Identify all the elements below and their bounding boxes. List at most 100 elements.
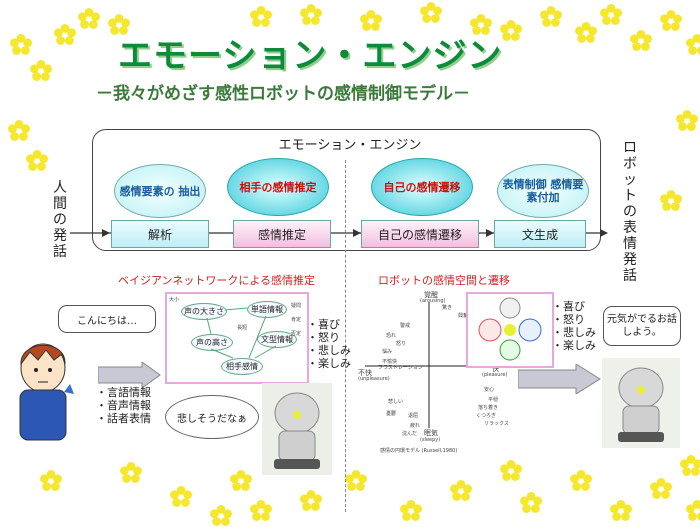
- flower-icon: [250, 500, 272, 521]
- flower-icon: [650, 478, 672, 499]
- oval-expression: 表情制御 感情要素付加: [497, 164, 589, 218]
- feature-voice: ・音声情報: [96, 399, 151, 412]
- output-arrow: [518, 364, 601, 394]
- person-figure: [19, 343, 74, 441]
- step-transition: 自己の感情遷移: [361, 220, 479, 248]
- flower-icon: [40, 470, 62, 491]
- emotion-joy-right: ・喜び: [552, 300, 585, 313]
- flower-icon: [108, 14, 130, 35]
- input-label: 人間の発話: [53, 180, 67, 260]
- flower-icon: [600, 4, 622, 25]
- robot-emotion-panel: [466, 292, 554, 368]
- flower-icon: [30, 60, 52, 81]
- flower-icon: [400, 500, 422, 521]
- step-analysis: 解析: [111, 220, 209, 248]
- flower-icon: [300, 4, 322, 25]
- emotion-fun-right: ・楽しみ: [552, 339, 596, 352]
- flower-icon: [420, 2, 442, 23]
- axis-unpleasure: 不快: [358, 369, 372, 377]
- page-title: エモーション・エンジン: [118, 36, 503, 76]
- emotion-fun: ・楽しみ: [307, 357, 351, 370]
- input-arrow: [98, 362, 161, 388]
- oval-estimate: 相手の感情推定: [227, 158, 329, 216]
- node-word: 単語情報: [247, 301, 287, 318]
- emotion-word: 恐れ: [386, 333, 397, 339]
- emotion-joy: ・喜び: [307, 318, 340, 331]
- label-question: 疑問: [291, 303, 302, 309]
- flower-icon: [345, 470, 367, 491]
- emotion-engine-box: [92, 129, 601, 251]
- flower-icon: [78, 8, 100, 29]
- flower-icon: [660, 190, 682, 211]
- flower-icon: [54, 24, 76, 45]
- emotion-word: 警戒: [400, 323, 411, 329]
- flower-icon: [570, 470, 592, 491]
- feature-list: ・言語情報 ・音声情報 ・話者表情: [96, 386, 151, 425]
- flower-icon: [230, 470, 252, 491]
- emotion-word: 悲しい: [388, 399, 404, 405]
- label-affirm: 肯定: [291, 317, 302, 323]
- flower-icon: [630, 30, 652, 51]
- emotion-word: 落ち着き: [478, 405, 499, 411]
- emotion-word: フラストレーション: [378, 365, 423, 371]
- flower-icon: [26, 150, 48, 171]
- network-edges: [206, 307, 277, 359]
- flower-icon: [676, 110, 698, 131]
- label-length: 長短: [237, 325, 248, 331]
- emotion-sadness: ・悲しみ: [307, 344, 351, 357]
- model-caption: 感情の円環モデル (Russell,1980): [380, 448, 458, 454]
- flower-icon: [500, 460, 522, 481]
- feature-language: ・言語情報: [96, 386, 151, 399]
- output-label: ロボットの表情発話: [623, 140, 637, 284]
- flower-icon: [520, 492, 542, 513]
- emotion-word: 退屈: [408, 413, 419, 419]
- step-generation: 文生成: [494, 220, 586, 248]
- flower-icon: [170, 486, 192, 507]
- axis-sleepy: 眠気: [424, 429, 438, 437]
- emotion-circles: [478, 297, 542, 361]
- node-sentence: 文型情報: [257, 331, 297, 348]
- bayesian-network-panel: 声の大きさ 単語情報 声の高さ 文型情報 相手感情 大小 長短 疑問 肯定 否定: [165, 292, 309, 384]
- greeting-bubble: こんにちは…: [58, 305, 156, 333]
- emotion-word: 憂鬱: [386, 411, 397, 417]
- emotion-word: 悩み: [382, 349, 393, 355]
- oval-extract: 感情要素の 抽出: [114, 164, 206, 218]
- axis-pleasure-sub: (pleasure): [482, 372, 508, 378]
- emotion-word: 沈んだ: [402, 431, 418, 437]
- emotion-word: 安心: [484, 387, 495, 393]
- node-pitch: 声の高さ: [191, 334, 233, 351]
- flower-icon: [660, 10, 682, 31]
- axis-arousing: 覚醒: [424, 291, 438, 299]
- flower-icon: [8, 120, 30, 141]
- axis-unpleasure-sub: (unpleasure): [358, 376, 390, 382]
- emotion-sadness-right: ・悲しみ: [552, 326, 596, 339]
- flower-icon: [575, 22, 597, 43]
- left-emotion-list: ・喜び ・怒り ・悲しみ ・楽しみ: [307, 318, 351, 370]
- left-section-title: ベイジアンネットワークによる感情推定: [118, 274, 316, 287]
- emotion-word: 興奮: [458, 313, 469, 319]
- node-partner-emotion: 相手感情: [221, 358, 263, 375]
- flower-icon: [250, 6, 272, 27]
- flower-icon: [470, 14, 492, 35]
- emotion-word: 不愉快: [382, 359, 398, 365]
- flower-icon: [360, 10, 382, 31]
- label-deny: 否定: [291, 331, 302, 337]
- right-section-title: ロボットの感情空間と遷移: [378, 274, 510, 287]
- step-estimate: 感情推定: [233, 220, 331, 248]
- flower-icon: [686, 34, 700, 55]
- axis-pleasure: 快: [492, 364, 499, 374]
- emotion-word: 疲れ: [410, 423, 421, 429]
- robot-image-left: [262, 383, 332, 475]
- engine-label: エモーション・エンジン: [278, 138, 422, 153]
- flower-icon: [686, 500, 700, 521]
- emotion-word: 驚き: [442, 305, 453, 311]
- flower-icon: [300, 490, 322, 511]
- right-emotion-list: ・喜び ・怒り ・悲しみ ・楽しみ: [552, 300, 596, 352]
- flower-icon: [450, 480, 472, 501]
- oval-transition: 自己の感情遷移: [371, 158, 473, 216]
- flower-icon: [210, 505, 232, 526]
- page-subtitle: －我々がめざす感性ロボットの感情制御モデル－: [96, 84, 470, 104]
- section-divider: [345, 160, 346, 512]
- flower-icon: [540, 6, 562, 27]
- flower-icon: [500, 20, 522, 41]
